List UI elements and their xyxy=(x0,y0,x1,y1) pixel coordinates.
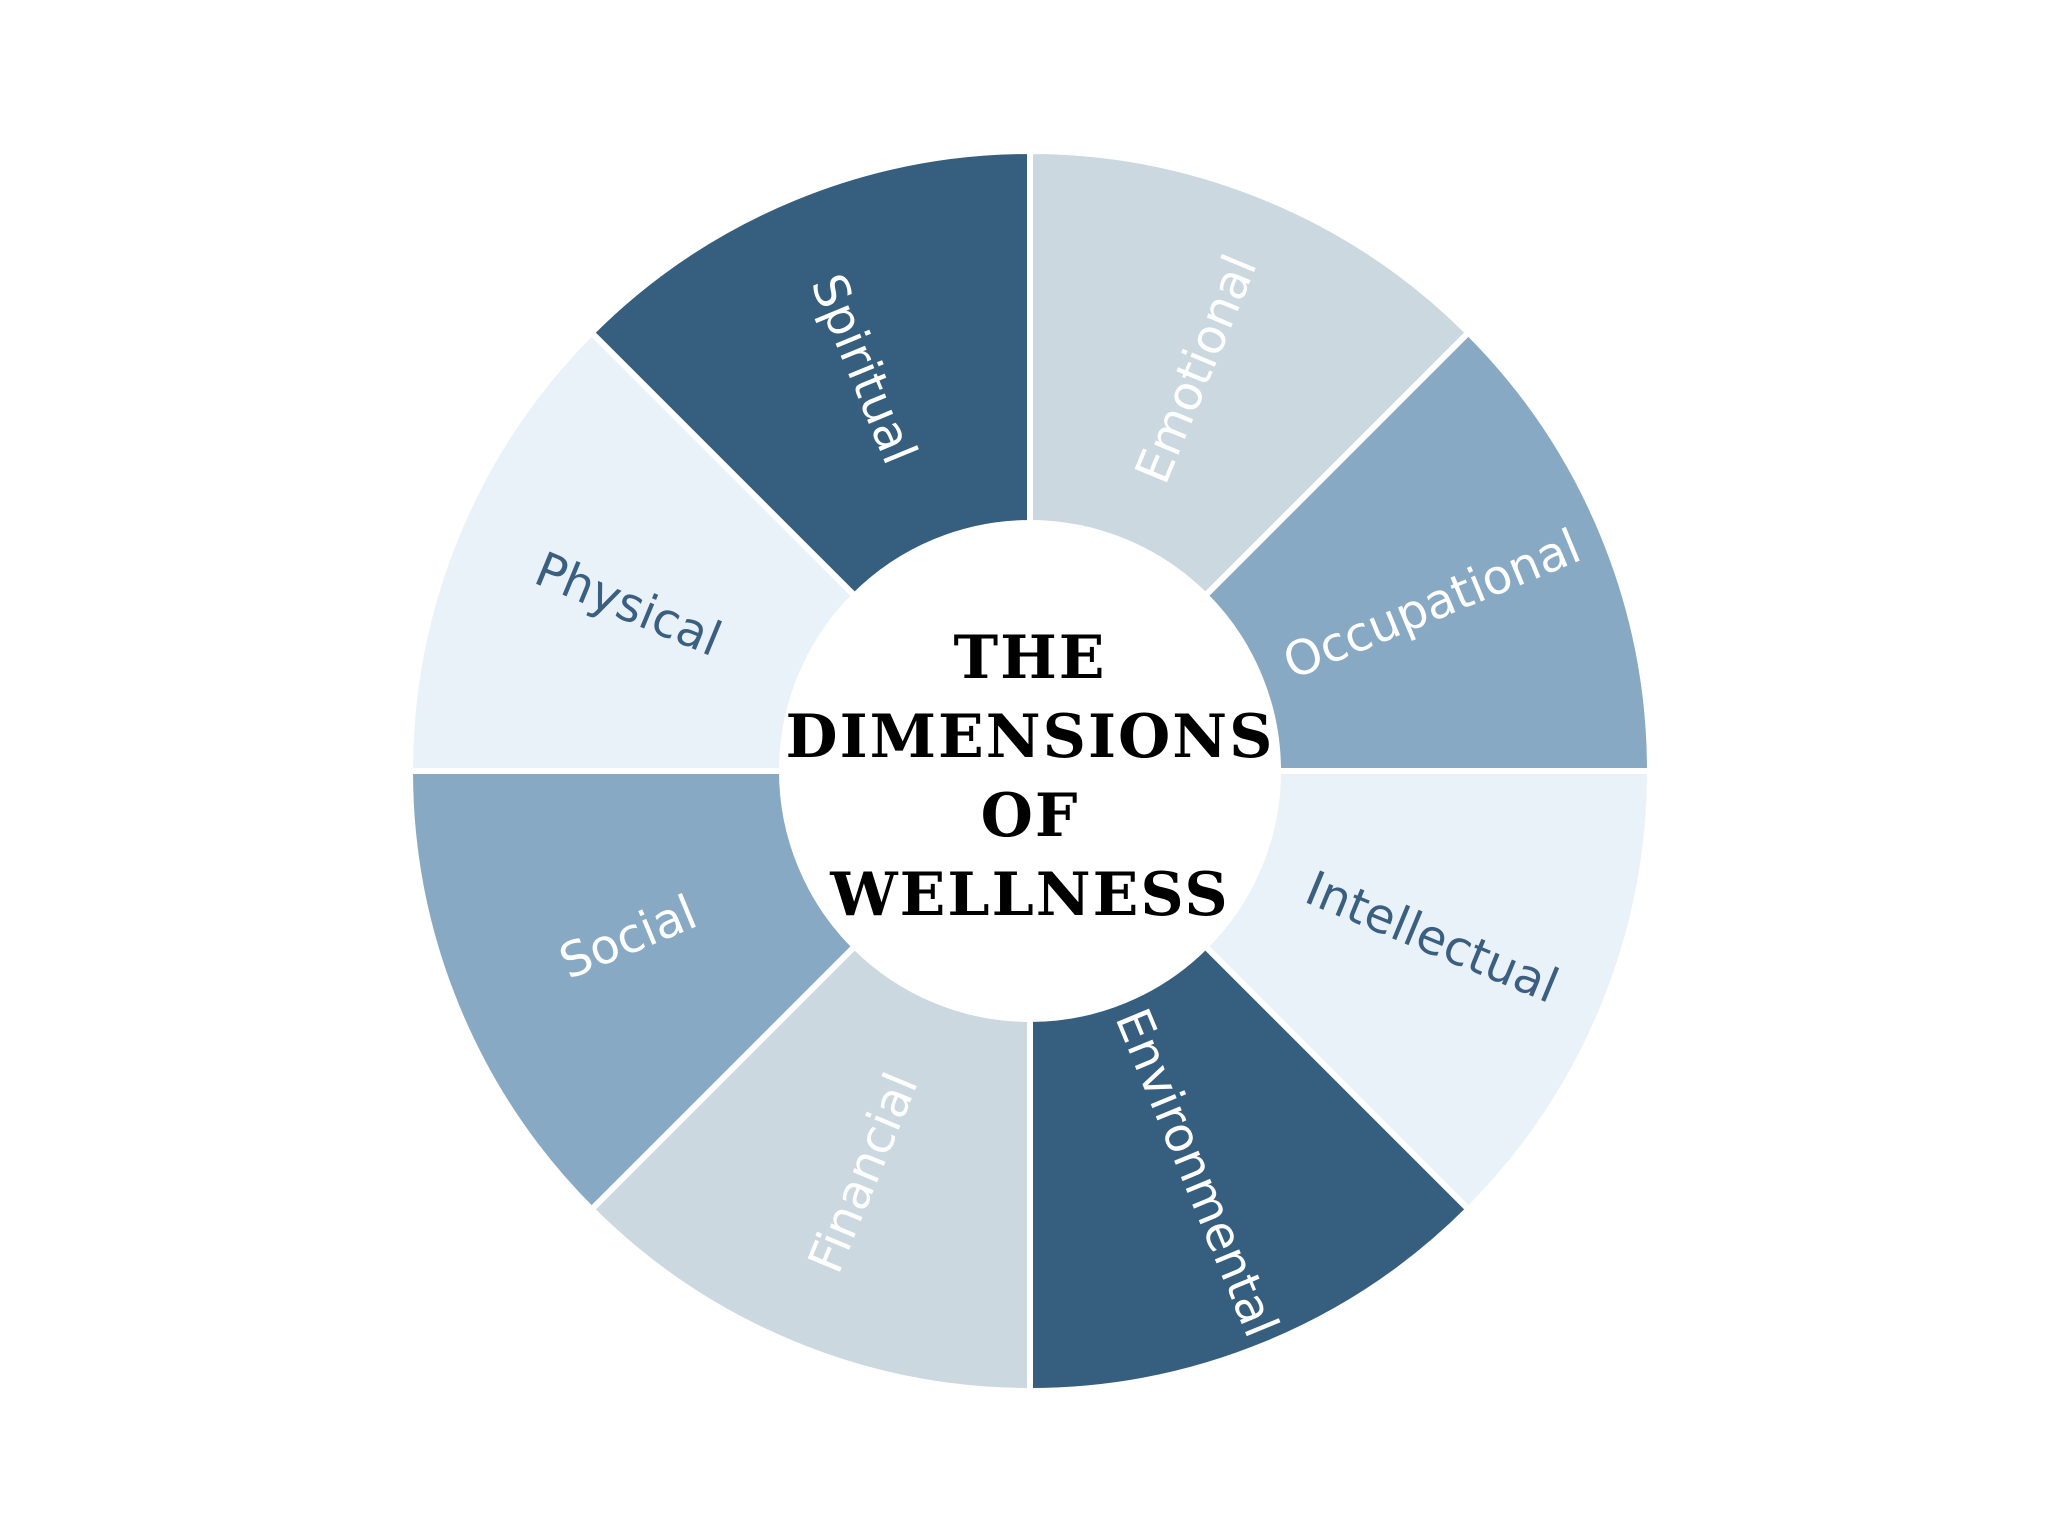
center-title-line-4: WELLNESS xyxy=(829,860,1229,930)
wheel-segments xyxy=(406,147,1654,1395)
center-circle xyxy=(782,523,1278,1019)
center-title-line-3: OF xyxy=(981,781,1080,851)
center-title-line-2: DIMENSIONS xyxy=(786,702,1275,772)
center-title-line-1: THE xyxy=(953,623,1106,693)
